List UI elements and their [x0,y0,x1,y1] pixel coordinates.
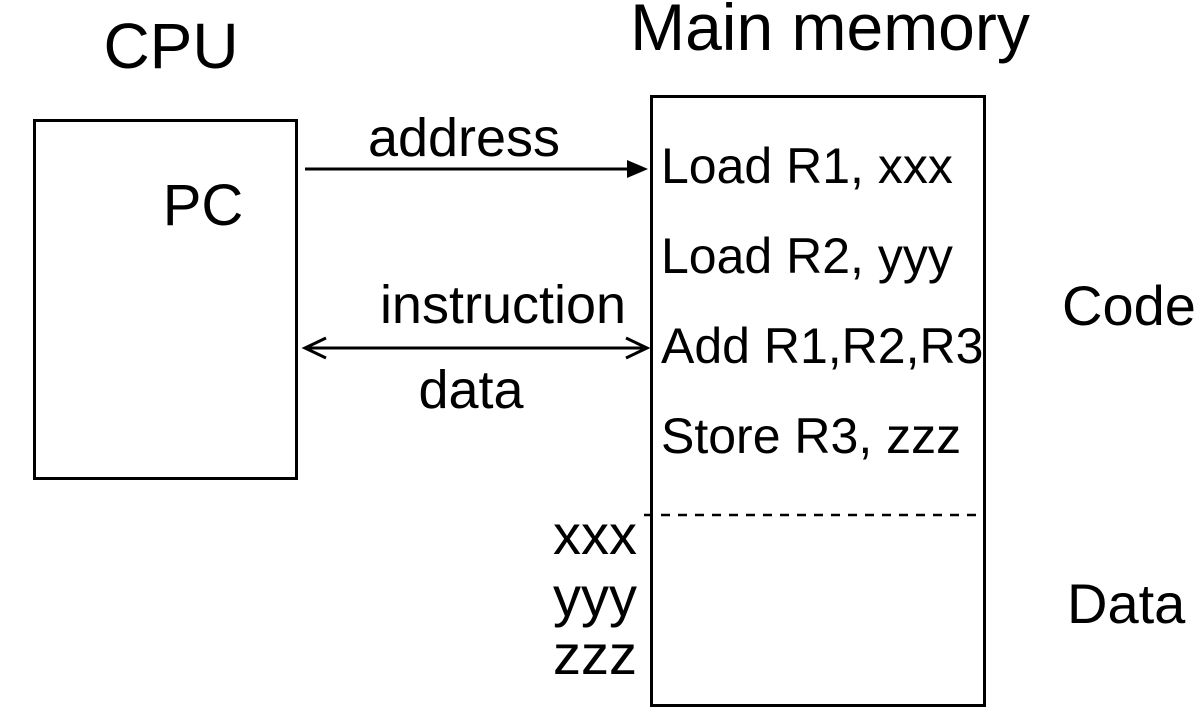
pc-register-label: PC [162,173,244,238]
memory-instruction-row: Load R1, xxx [661,138,953,194]
instruction-bus-label: instruction [379,275,627,335]
arrowhead-right-icon [625,336,651,360]
instruction-data-bus-arrow [301,336,651,360]
arrowhead-left-icon [301,336,327,360]
code-section-label: Code [1062,274,1196,337]
memory-instruction-row: Load R2, yyy [661,228,953,284]
cpu-box [33,119,298,480]
data-slot-label-zzz: zzz [553,623,637,686]
data-section-label: Data [1067,572,1186,635]
data-bus-label: data [418,360,524,420]
memory-instruction-row: Add R1,R2,R3 [661,318,984,374]
cpu-title: CPU [103,10,239,82]
address-bus-label: address [367,108,561,168]
data-slot-label-xxx: xxx [553,503,637,566]
data-slot-label-yyy: yyy [553,565,637,628]
main-memory-box [650,95,986,707]
main-memory-title: Main memory [630,0,1030,64]
memory-instruction-row: Store R3, zzz [661,408,962,464]
